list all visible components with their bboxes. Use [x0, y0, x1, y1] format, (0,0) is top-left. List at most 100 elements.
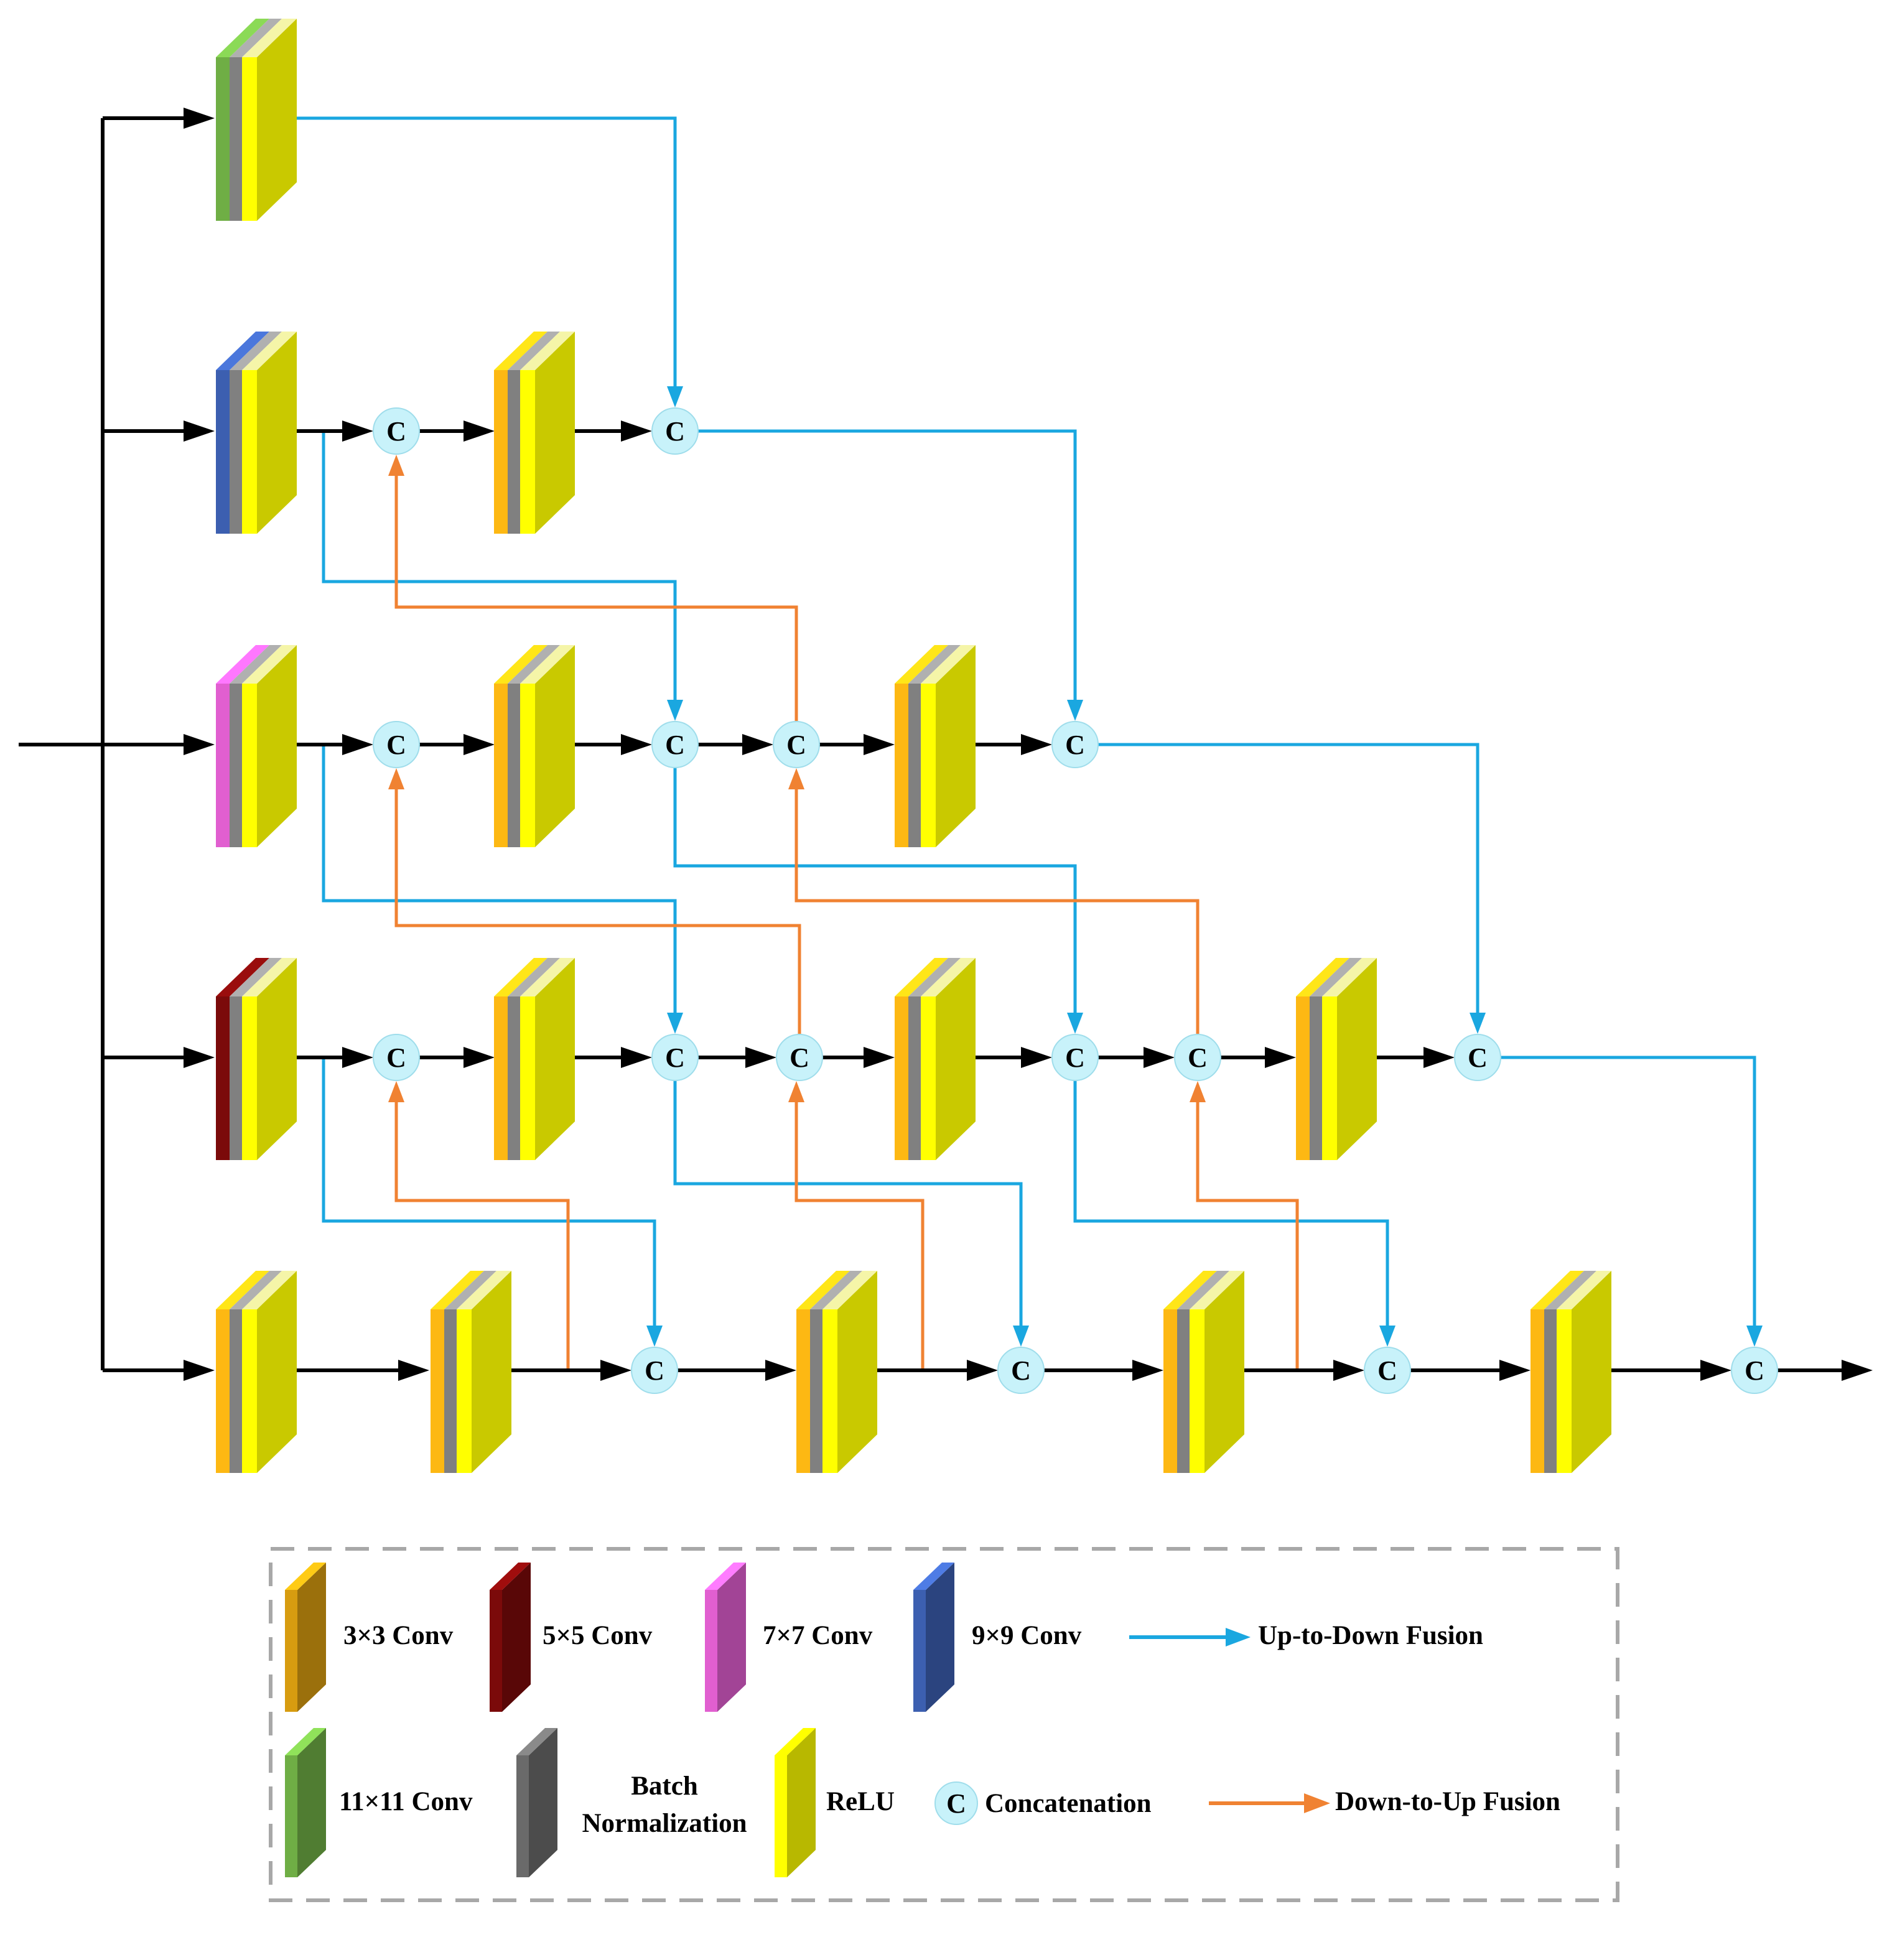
fwd-r4-6: [974, 1047, 1052, 1068]
fwd-r5-6: [1244, 1360, 1364, 1381]
fwd-r3-4: [698, 734, 773, 755]
concat-r4-1: C: [373, 1034, 420, 1081]
concat-label: C: [786, 730, 806, 760]
block-r2-conv3-1: [494, 332, 575, 534]
block-r2-conv9: [216, 332, 297, 534]
fwd-r4-2: [419, 1047, 495, 1068]
concat-r2-1: C: [373, 407, 420, 455]
concat-r4-4: C: [1051, 1034, 1099, 1081]
branch-arrow-row5: [103, 1360, 215, 1381]
legend-up-to-down-arrow: [1129, 1628, 1251, 1646]
legend-swatch-conv11: [285, 1728, 326, 1877]
concat-label: C: [1468, 1043, 1488, 1073]
legend-label-conv5: 5×5 Conv: [543, 1621, 653, 1650]
fwd-r4-5: [822, 1047, 895, 1068]
fwd-r5-4: [877, 1360, 998, 1381]
concat-label: C: [386, 730, 406, 760]
legend-label-conv9: 9×9 Conv: [972, 1621, 1082, 1650]
concat-label: C: [946, 1788, 966, 1819]
branch-arrow-row1: [103, 108, 215, 129]
fusion-orange-r3a: [388, 455, 798, 721]
fusion-orange-r4b: [788, 768, 1200, 1034]
fusion-blue-r2b: [698, 429, 1083, 721]
fwd-r5-3: [678, 1360, 796, 1381]
concat-r2-2: C: [651, 407, 699, 455]
concat-label: C: [1188, 1043, 1208, 1073]
concat-label: C: [790, 1043, 809, 1073]
fwd-r2-1: [296, 420, 373, 442]
concat-label: C: [1377, 1355, 1397, 1386]
fwd-r4-3: [574, 1047, 652, 1068]
fusion-orange-r4a: [388, 768, 801, 1034]
legend-label-concat: Concatenation: [985, 1789, 1152, 1818]
concat-r4-5: C: [1174, 1034, 1221, 1081]
block-r5-conv3-5: [1531, 1271, 1611, 1473]
fusion-blue-r4a: [322, 1057, 663, 1347]
fusion-blue-r4b: [673, 1081, 1029, 1347]
legend-swatch-conv7: [705, 1563, 746, 1712]
fwd-r5-8: [1611, 1360, 1731, 1381]
connection-lines: [19, 108, 1873, 1381]
fusion-orange-r5a: [388, 1081, 570, 1370]
concat-r5-1: C: [631, 1347, 678, 1394]
legend-label-conv7: 7×7 Conv: [763, 1621, 873, 1650]
legend-swatch-conv5: [490, 1563, 531, 1712]
fwd-r4-7: [1098, 1047, 1175, 1068]
fusion-blue-r1: [296, 116, 683, 407]
legend-label-conv11: 11×11 Conv: [339, 1787, 473, 1816]
concat-label: C: [1745, 1355, 1764, 1386]
block-r1-conv11: [216, 19, 297, 221]
concat-r3-4: C: [1051, 721, 1099, 768]
fusion-blue-r2a: [322, 431, 683, 721]
legend-label-bn-2: Normalization: [582, 1809, 747, 1838]
concat-r3-1: C: [373, 721, 420, 768]
fwd-r3-6: [974, 734, 1052, 755]
fwd-r5-1: [296, 1360, 429, 1381]
legend-concat-icon: C: [934, 1781, 978, 1825]
legend-swatch-conv9: [913, 1563, 954, 1712]
fwd-r2-2: [419, 420, 495, 442]
legend-label-bn-1: Batch: [631, 1772, 698, 1801]
output-arrow: [1778, 1360, 1873, 1381]
fwd-r5-5: [1044, 1360, 1163, 1381]
block-r5-conv3-3: [796, 1271, 877, 1473]
fwd-r3-3: [574, 734, 652, 755]
legend-down-to-up-arrow: [1209, 1793, 1330, 1813]
block-r3-conv3-2: [895, 645, 976, 847]
concat-label: C: [665, 1043, 685, 1073]
concat-label: C: [1065, 1043, 1085, 1073]
legend-label-down-to-up: Down-to-Up Fusion: [1335, 1787, 1560, 1816]
fwd-r3-2: [419, 734, 495, 755]
fwd-r4-8: [1221, 1047, 1296, 1068]
fusion-blue-r4d: [1501, 1056, 1763, 1347]
fusion-blue-r3c: [1098, 743, 1486, 1034]
block-r5-conv3-2: [431, 1271, 511, 1473]
fusion-orange-r5c: [1190, 1081, 1299, 1370]
concat-label: C: [1065, 730, 1085, 760]
fwd-r4-1: [296, 1047, 373, 1068]
branch-arrow-row4: [103, 1047, 215, 1068]
block-r5-conv3-1: [216, 1271, 297, 1473]
block-r5-conv3-4: [1163, 1271, 1244, 1473]
concat-r5-4: C: [1731, 1347, 1778, 1394]
fwd-r5-7: [1410, 1360, 1531, 1381]
layer-blocks: [216, 19, 1611, 1473]
block-r4-conv5: [216, 958, 297, 1160]
fwd-r3-5: [819, 734, 895, 755]
concat-label: C: [1011, 1355, 1031, 1386]
branch-arrow-row2: [103, 420, 215, 442]
fwd-r4-4: [698, 1047, 776, 1068]
block-r4-conv3-3: [1296, 958, 1377, 1160]
fusion-blue-r3b: [673, 768, 1083, 1034]
block-r4-conv3-2: [895, 958, 976, 1160]
concat-label: C: [386, 416, 406, 447]
block-r3-conv3-1: [494, 645, 575, 847]
legend-label-conv3: 3×3 Conv: [343, 1621, 454, 1650]
block-r3-conv7: [216, 645, 297, 847]
fusion-blue-r4c: [1073, 1081, 1395, 1347]
concat-r3-2: C: [651, 721, 699, 768]
legend-swatch-conv3: [285, 1563, 326, 1712]
concat-label: C: [386, 1043, 406, 1073]
fusion-orange-r5b: [788, 1081, 925, 1370]
